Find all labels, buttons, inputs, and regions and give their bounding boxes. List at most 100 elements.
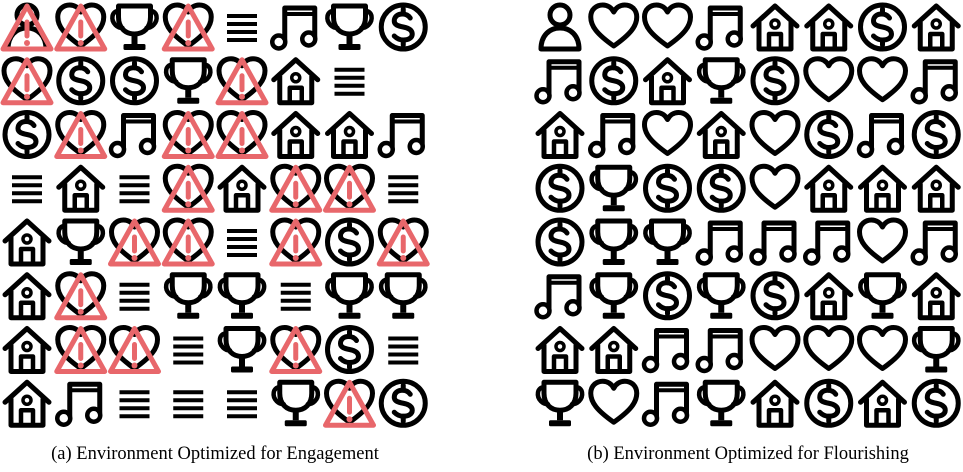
music-icon — [534, 274, 582, 320]
dollar-icon — [378, 2, 428, 52]
trophy-icon — [643, 218, 692, 265]
home-icon — [589, 326, 639, 374]
home-icon — [271, 111, 321, 159]
menu-icon — [119, 175, 150, 204]
music-icon — [910, 59, 958, 105]
dollar-icon — [750, 271, 800, 321]
home-icon — [56, 164, 106, 213]
trophy-icon — [589, 164, 639, 212]
dollar-icon — [750, 56, 800, 106]
trophy-icon — [696, 272, 746, 319]
home-icon — [750, 379, 800, 428]
trophy-icon — [858, 272, 907, 319]
home-icon — [2, 326, 52, 374]
trophy-icon — [535, 379, 585, 427]
panel-engagement: (a) Environment Optimized for Engagement — [0, 0, 430, 472]
music-icon — [910, 220, 958, 266]
heart-warning-icon — [215, 56, 269, 106]
music-icon — [749, 220, 797, 266]
home-icon — [325, 111, 374, 159]
person-icon — [538, 2, 582, 52]
heart-warning-icon — [54, 271, 108, 321]
music-icon — [695, 220, 743, 266]
dollar-icon — [696, 163, 746, 213]
music-icon — [108, 113, 157, 159]
trophy-icon — [110, 3, 159, 50]
trophy-icon — [217, 326, 267, 373]
menu-icon — [227, 390, 257, 419]
trophy-icon — [163, 272, 213, 319]
home-icon — [858, 379, 907, 428]
dollar-icon — [643, 271, 692, 321]
icon-grid-engagement — [0, 2, 430, 428]
home-icon — [535, 111, 585, 159]
dollar-icon — [535, 217, 585, 267]
panel-flourishing: (b) Environment Optimized for Flourishin… — [533, 0, 963, 472]
dollar-icon — [110, 56, 159, 106]
music-icon — [856, 113, 905, 159]
heart-warning-icon — [0, 56, 54, 106]
home-icon — [2, 379, 52, 428]
heart-warning-icon — [376, 217, 430, 267]
heart-icon — [642, 110, 693, 156]
heart-warning-icon — [54, 2, 108, 52]
dollar-icon — [378, 378, 428, 428]
dollar-icon — [535, 163, 585, 213]
heart-warning-icon — [215, 110, 269, 159]
home-icon — [911, 272, 961, 321]
music-icon — [55, 381, 103, 427]
heart-warning-icon — [269, 325, 323, 374]
home-icon — [535, 326, 585, 374]
icon-grid-flourishing — [534, 2, 961, 428]
dollar-icon — [589, 56, 639, 106]
heart-warning-icon — [108, 217, 161, 267]
home-icon — [643, 57, 692, 106]
heart-icon — [803, 325, 855, 371]
heart-warning-icon — [161, 110, 215, 159]
home-icon — [696, 111, 746, 159]
heart-icon — [749, 325, 801, 371]
heart-icon — [588, 378, 640, 425]
home-icon — [2, 272, 52, 321]
dollar-icon — [325, 325, 374, 374]
dollar-icon — [804, 110, 854, 159]
dollar-icon — [2, 110, 52, 159]
caption-flourishing: (b) Environment Optimized for Flourishin… — [587, 444, 909, 464]
music-icon — [695, 328, 743, 374]
dollar-icon — [858, 2, 907, 52]
trophy-icon — [696, 379, 746, 427]
person-warning-icon — [0, 2, 54, 52]
heart-warning-icon — [161, 217, 215, 267]
heart-warning-icon — [323, 163, 376, 213]
music-icon — [377, 113, 425, 159]
home-icon — [858, 164, 907, 213]
home-icon — [804, 272, 854, 321]
trophy-icon — [378, 272, 428, 319]
heart-icon — [749, 163, 801, 210]
menu-icon — [12, 175, 42, 204]
music-icon — [534, 59, 582, 105]
music-icon — [803, 220, 851, 266]
menu-icon — [173, 336, 204, 365]
menu-icon — [119, 282, 150, 311]
home-icon — [217, 164, 267, 213]
music-icon — [641, 328, 690, 374]
home-icon — [271, 57, 321, 106]
heart-warning-icon — [323, 378, 376, 428]
trophy-icon — [217, 272, 267, 319]
dollar-icon — [911, 378, 961, 428]
menu-icon — [227, 229, 257, 257]
music-icon — [270, 5, 318, 51]
heart-icon — [642, 2, 693, 49]
trophy-icon — [163, 57, 213, 104]
heart-warning-icon — [161, 163, 215, 213]
trophy-icon — [56, 218, 106, 265]
menu-icon — [227, 14, 257, 42]
dollar-icon — [325, 217, 374, 267]
menu-icon — [119, 390, 150, 419]
heart-icon — [588, 2, 640, 49]
home-icon — [750, 3, 800, 52]
home-icon — [804, 3, 854, 52]
music-icon — [588, 113, 636, 159]
heart-icon — [803, 56, 855, 103]
